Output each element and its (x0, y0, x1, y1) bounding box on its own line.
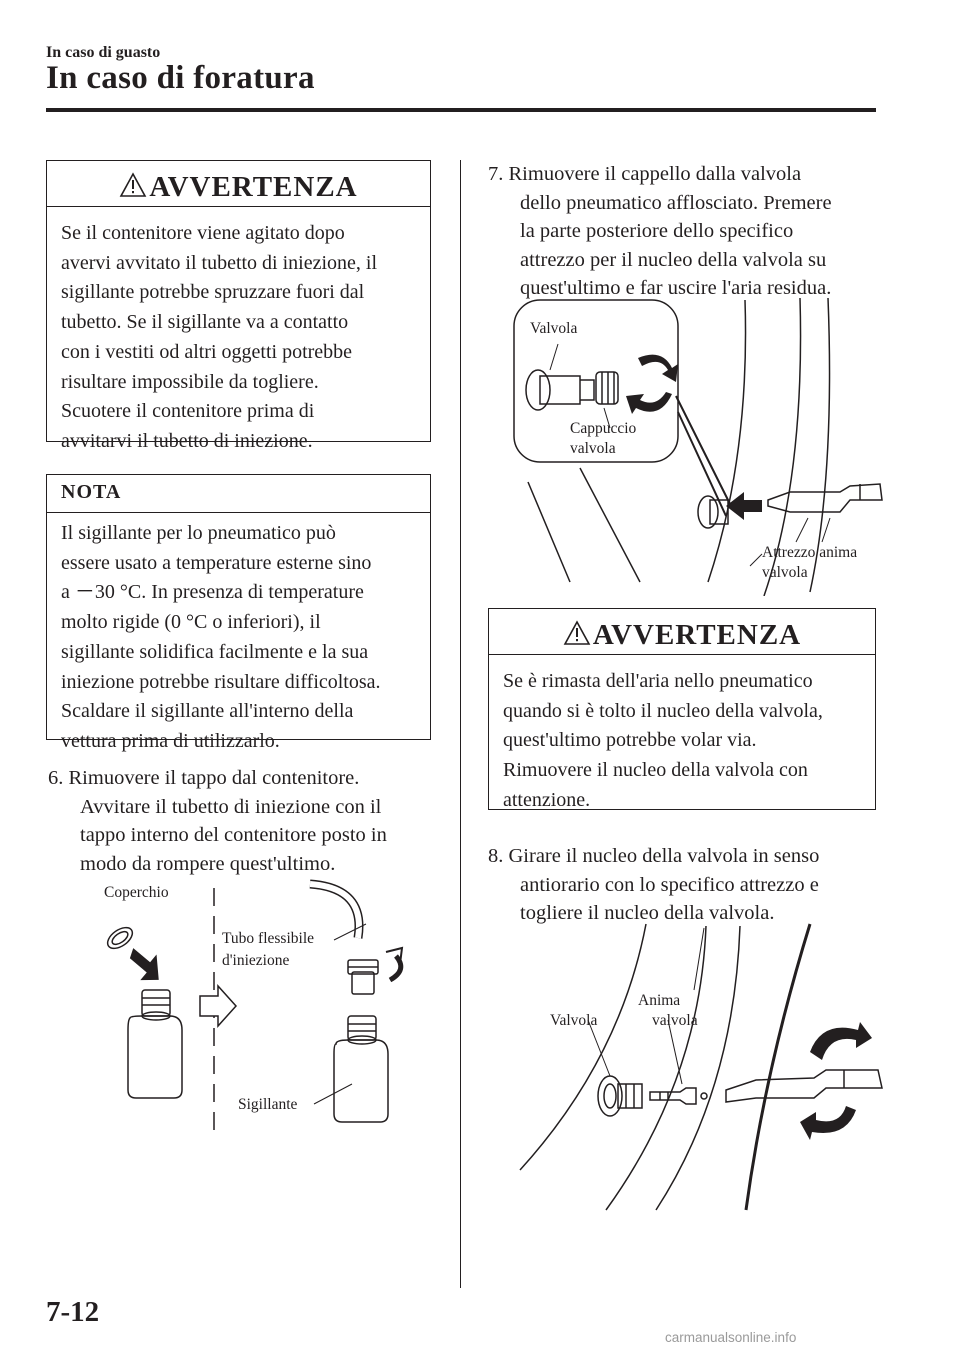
step-7: 7. Rimuovere il cappello dalla valvola d… (488, 160, 888, 303)
warning-line: Scuotere il contenitore prima di (61, 400, 315, 423)
warning-line: avervi avvitato il tubetto di iniezione,… (61, 251, 378, 274)
page-title: In caso di foratura (46, 60, 315, 96)
note-line: molto rigide (0 °C o inferiori), il (61, 611, 321, 634)
warning-triangle-icon (563, 620, 591, 645)
step-line: modo da rompere quest'ultimo. (80, 852, 336, 875)
valve-core-removal-illustration (519, 923, 883, 1211)
label-tubo-2: d'iniezione (222, 952, 290, 969)
step-line: 6. Rimuovere il tappo dal contenitore. (48, 767, 360, 789)
warning-header: AVVERTENZA (47, 161, 430, 207)
warning-line: quest'ultimo potrebbe volar via. (503, 729, 757, 752)
warning-title: AVVERTENZA (592, 619, 802, 651)
valve-cap-illustration (513, 297, 883, 596)
warning-triangle-icon (120, 172, 147, 197)
sealant-bottle-illustration (106, 879, 404, 1133)
label-coperchio: Coperchio (104, 884, 169, 901)
label-cappuccio-2: valvola (570, 440, 616, 457)
warning-line: sigillante potrebbe spruzzare fuori dal (61, 281, 365, 304)
step-line: togliere il nucleo della valvola. (520, 902, 775, 924)
step-8: 8. Girare il nucleo della valvola in sen… (488, 842, 888, 928)
label-anima-1: Anima (638, 992, 681, 1009)
note-line: vettura prima di utilizzarlo. (61, 729, 280, 752)
watermark: carmanualsonline.info (665, 1330, 797, 1345)
warning-line: avvitarvi il tubetto di iniezione. (61, 429, 313, 452)
step-line: 7. Rimuovere il cappello dalla valvola (488, 163, 802, 185)
warning-line: Rimuovere il nucleo della valvola con (503, 759, 808, 782)
step-line: attrezzo per il nucleo della valvola su (520, 248, 827, 271)
step-line: tappo interno del contenitore posto in (80, 824, 387, 846)
warning-line: Se il contenitore viene agitato dopo (61, 222, 345, 244)
label-attrezzo-1: Attrezzo anima (762, 544, 858, 561)
warning-line: tubetto. Se il sigillante va a contatto (61, 311, 349, 334)
note-line: a －30 °C. In presenza di temperature (61, 581, 364, 604)
label-valvola: Valvola (530, 320, 578, 337)
note-line: iniezione potrebbe risultare difficoltos… (61, 670, 381, 693)
note-line: essere usato a temperature esterne sino (61, 551, 372, 574)
note-box: NOTA Il sigillante per lo pneumatico può… (46, 474, 431, 752)
label-valvola: Valvola (550, 1012, 598, 1029)
label-attrezzo-2: valvola (762, 564, 808, 581)
note-header: NOTA (47, 475, 430, 513)
step-line: la parte posteriore dello specifico (520, 220, 794, 242)
warning-header: AVVERTENZA (489, 609, 875, 655)
note-title: NOTA (61, 481, 122, 503)
label-cappuccio-1: Cappuccio (570, 420, 637, 437)
warning-line: Se è rimasta dell'aria nello pneumatico (503, 670, 813, 692)
label-sigillante: Sigillante (238, 1096, 298, 1113)
warning-line: risultare impossibile da togliere. (61, 370, 319, 393)
label-anima-2: valvola (652, 1012, 698, 1029)
label-tubo-1: Tubo flessibile (222, 930, 315, 947)
warning-line: con i vestiti od altri oggetti potrebbe (61, 340, 353, 363)
warning-box-2: AVVERTENZA Se è rimasta dell'aria nello … (488, 608, 876, 811)
warning-title: AVVERTENZA (149, 171, 358, 203)
warning-box-1: AVVERTENZA Se il contenitore viene agita… (46, 160, 431, 452)
warning-line: attenzione. (503, 788, 591, 811)
step-line: 8. Girare il nucleo della valvola in sen… (488, 845, 820, 867)
step-line: quest'ultimo e far uscire l'aria residua… (520, 277, 832, 299)
page-number: 7-12 (46, 1296, 100, 1328)
warning-line: quando si è tolto il nucleo della valvol… (503, 699, 823, 722)
column-divider (460, 160, 461, 1288)
step-line: Avvitare il tubetto di iniezione con il (80, 795, 382, 818)
step-6: 6. Rimuovere il tappo dal contenitore. A… (48, 764, 448, 878)
step-line: dello pneumatico afflosciato. Premere (520, 191, 832, 214)
step-line: antiorario con lo specifico attrezzo e (520, 873, 819, 896)
note-line: Il sigillante per lo pneumatico può (61, 522, 336, 544)
note-line: sigillante solidifica facilmente e la su… (61, 640, 369, 663)
section-label: In caso di guasto (46, 44, 161, 61)
note-line: Scaldare il sigillante all'interno della (61, 700, 354, 723)
header-rule (46, 108, 876, 112)
